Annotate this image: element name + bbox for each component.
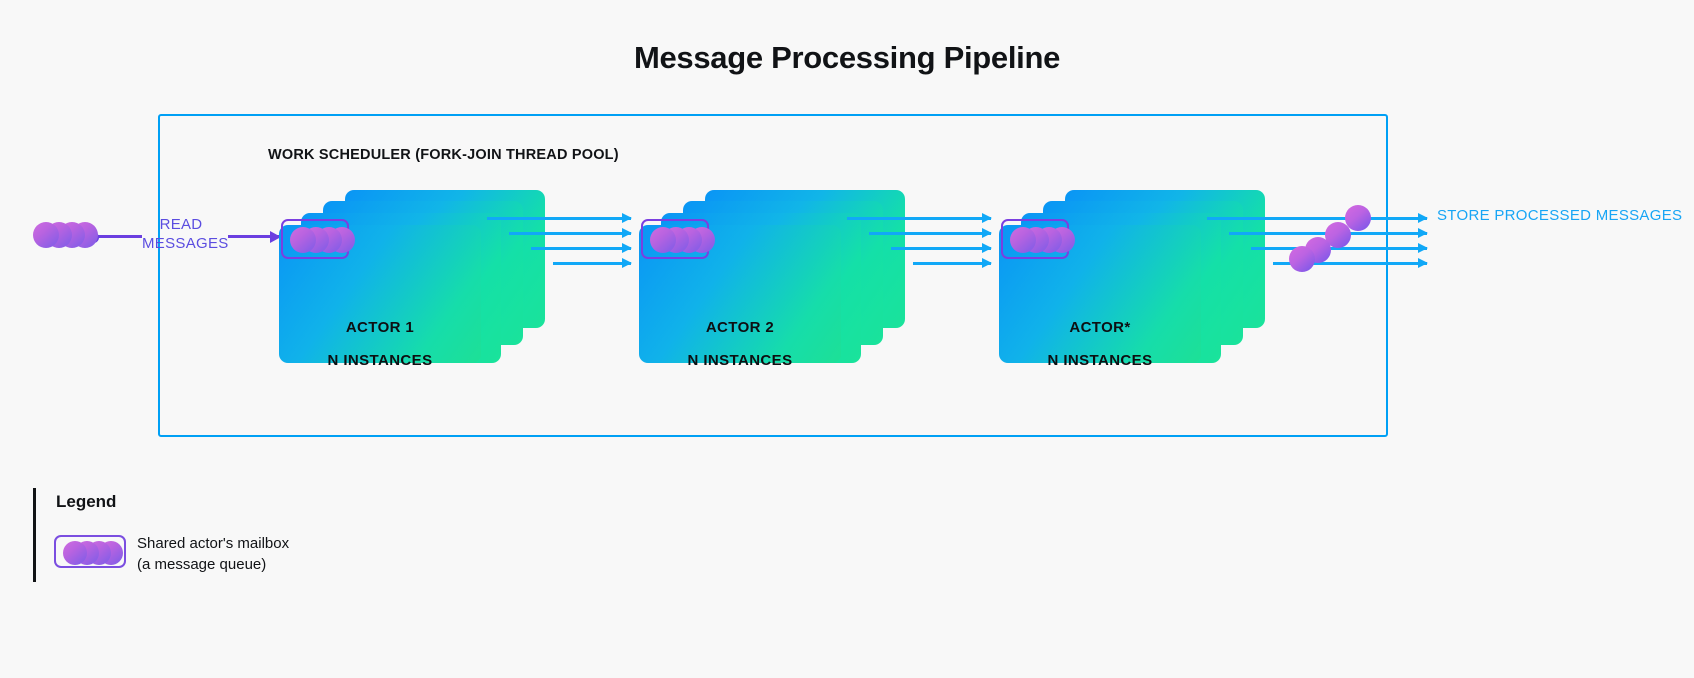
work-scheduler-label: WORK SCHEDULER (FORK-JOIN THREAD POOL) — [268, 147, 619, 163]
flow-arrow-1-2 — [509, 228, 632, 237]
processed-message-ball — [1289, 246, 1315, 272]
flow-arrow-3-3 — [1251, 243, 1428, 252]
actor-group-2: ACTOR 2 N INSTANCES — [639, 190, 905, 370]
actor-mailbox — [641, 219, 715, 259]
page-title: Message Processing Pipeline — [633, 40, 1061, 75]
flow-arrow-3-1 — [1207, 213, 1428, 222]
flow-arrow-1-3 — [531, 243, 632, 252]
actor-mailbox — [1001, 219, 1075, 259]
flow-arrow-2-2 — [869, 228, 992, 237]
legend-mailbox-icon — [54, 535, 126, 568]
message-ball — [1010, 227, 1036, 253]
message-ball — [290, 227, 316, 253]
actor-name-label: ACTOR 2 — [705, 319, 775, 336]
actor-instances-label: N INSTANCES — [1047, 352, 1153, 369]
flow-arrow-1-4 — [553, 258, 632, 267]
legend-accent-bar — [33, 488, 36, 582]
flow-arrow-2-3 — [891, 243, 992, 252]
legend-item-label: Shared actor's mailbox (a message queue) — [137, 535, 290, 573]
processed-message-ball — [1345, 205, 1371, 231]
store-processed-messages-label: STORE PROCESSED MESSAGES — [1437, 207, 1683, 224]
flow-arrow-3-4 — [1273, 258, 1428, 267]
read-messages-arrow — [228, 230, 281, 243]
actor-group-1: ACTOR 1 N INSTANCES — [279, 190, 545, 370]
flow-arrow-1-1 — [487, 213, 632, 222]
actor-instances-label: N INSTANCES — [687, 352, 793, 369]
actor-mailbox — [281, 219, 355, 259]
feed-line — [96, 235, 142, 238]
flow-arrow-2-1 — [847, 213, 992, 222]
read-messages-label: READ MESSAGES — [142, 216, 229, 252]
actor-instances-label: N INSTANCES — [327, 352, 433, 369]
message-ball — [63, 541, 87, 565]
source-message-queue — [33, 222, 98, 254]
actor-group-3: ACTOR* N INSTANCES — [999, 190, 1265, 370]
actor-name-label: ACTOR* — [1069, 319, 1131, 336]
message-ball — [33, 222, 59, 248]
flow-arrow-2-4 — [913, 258, 992, 267]
message-ball — [650, 227, 676, 253]
legend-title: Legend — [56, 492, 117, 511]
work-scheduler-container — [158, 114, 1388, 437]
actor-name-label: ACTOR 1 — [345, 319, 415, 336]
